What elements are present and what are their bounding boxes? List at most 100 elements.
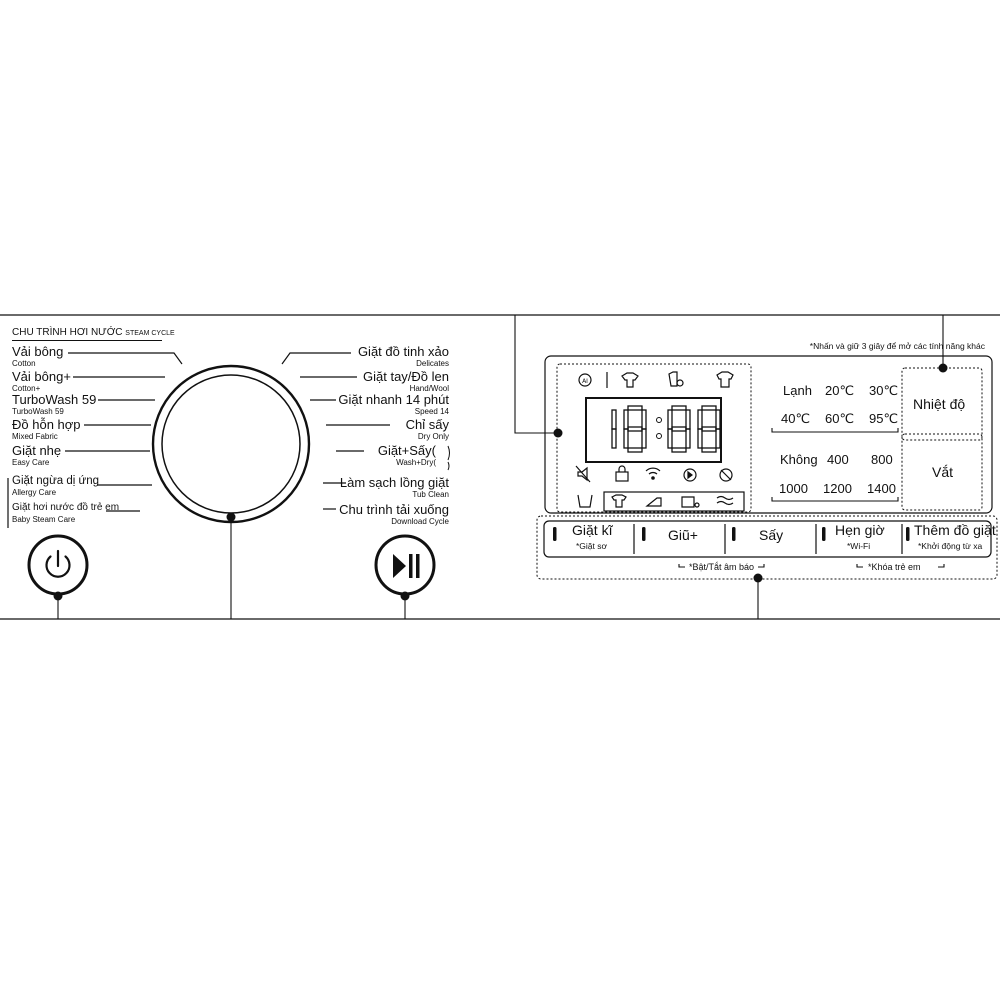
dry-button[interactable]: Sấy	[759, 527, 784, 543]
program-sublabel: Wash+Dry(	[396, 458, 436, 467]
program-label: Giặt hơi nước đồ trẻ em	[12, 502, 120, 513]
wifi-sub: *Wi-Fi	[847, 541, 871, 551]
child-lock-note: *Khóa trẻ em	[868, 562, 921, 572]
no-spin-icon	[719, 468, 733, 482]
program-label: Vải bông+	[12, 369, 71, 384]
display-area	[556, 363, 752, 513]
left-leader-lines	[65, 352, 183, 512]
temp-60: 60℃	[825, 411, 855, 426]
temp-20: 20℃	[825, 383, 855, 398]
program-sublabel: Download Cycle	[391, 517, 449, 526]
spin-1400: 1400	[867, 481, 896, 496]
segment	[611, 428, 617, 449]
delay-end-button[interactable]: Hẹn giờ	[835, 522, 885, 538]
program-label: Chu trình tải xuống	[339, 502, 449, 517]
stain-care-icon	[668, 371, 684, 387]
remote-start-sub: *Khởi động từ xa	[918, 541, 983, 551]
display-top-icons: AI	[578, 371, 734, 388]
digit-display-frame	[585, 397, 722, 463]
add-item-button[interactable]: Thêm đồ giặt	[914, 522, 996, 538]
spin-button[interactable]: Vắt	[932, 464, 954, 480]
spin-button-frame	[901, 433, 983, 511]
segment	[671, 405, 687, 411]
steam-cycle-title: CHU TRÌNH HƠI NƯỚC STEAM CYCLE	[12, 328, 175, 338]
program-sublabel: Hand/Wool	[409, 384, 449, 393]
ai-icon: AI	[578, 373, 592, 387]
temp-lanh: Lạnh	[783, 383, 812, 398]
temp-callout-dot	[938, 363, 948, 373]
shirt-wash-icon	[611, 494, 627, 508]
spin-400: 400	[827, 452, 849, 467]
temp-40: 40℃	[781, 411, 811, 426]
program-label: Chỉ sấy	[405, 417, 449, 432]
rinse-icon	[645, 497, 662, 507]
segment	[611, 409, 617, 430]
segment	[671, 426, 687, 432]
shirt-icon	[716, 371, 734, 388]
segment	[697, 409, 703, 430]
segment	[685, 428, 691, 449]
display-status-icons	[577, 491, 745, 512]
power-button[interactable]	[27, 534, 89, 596]
segment	[701, 426, 717, 432]
lock-icon	[615, 465, 629, 482]
segment	[627, 405, 643, 411]
program-label: TurboWash 59	[12, 392, 97, 407]
program-label: Vải bông	[12, 344, 64, 359]
program-label: Giặt+Sấy(	[377, 443, 436, 458]
beep-toggle-note: *Bật/Tắt âm báo	[689, 562, 755, 572]
colon-dot	[656, 433, 662, 439]
program-sublabel: Delicates	[416, 359, 449, 368]
display-callout-dot	[553, 428, 563, 438]
button-row-inner	[543, 520, 992, 558]
program-label: Giặt đồ tinh xảo	[357, 344, 449, 359]
segment	[715, 409, 721, 430]
wash-tub-icon	[577, 494, 593, 508]
wifi-icon	[645, 467, 661, 480]
segment	[701, 447, 717, 453]
start-pause-button[interactable]	[374, 534, 436, 596]
intensive-button[interactable]: Giặt kĩ	[572, 522, 613, 538]
temp-30: 30℃	[869, 383, 899, 398]
temperature-button[interactable]: Nhiệt độ	[913, 396, 966, 412]
segment	[641, 428, 647, 449]
dry-icon	[716, 495, 734, 506]
play-pause-icon	[393, 554, 420, 578]
button-dividers	[633, 524, 903, 554]
program-sublabel: Baby Steam Care	[12, 515, 76, 524]
program-sublabel: Cotton	[12, 359, 36, 368]
rinse-plus-button[interactable]: Giũ+	[668, 527, 698, 543]
right-panel-frame	[544, 355, 993, 514]
steam-cycle-title-vn: CHU TRÌNH HƠI NƯỚC	[12, 327, 123, 338]
steam-cycle-underline	[12, 340, 162, 341]
spin-800: 800	[871, 452, 893, 467]
program-sublabel: TurboWash 59	[12, 407, 64, 416]
power-icon	[45, 549, 71, 578]
steam-shirt-icon	[621, 372, 639, 388]
display-callout-line	[514, 315, 556, 434]
program-label: Giặt nhẹ	[12, 443, 62, 458]
press-hold-note: *Nhấn và giữ 3 giây để mở các tính năng …	[809, 341, 985, 351]
spin-icon	[681, 496, 700, 508]
prewash-sub: *Giặt sơ	[576, 541, 608, 551]
program-sublabel: Allergy Care	[12, 488, 57, 497]
program-sublabel: Easy Care	[12, 458, 50, 467]
seven-segment-digits	[611, 405, 721, 453]
status-bar-frame	[603, 491, 745, 512]
svg-text:AI: AI	[582, 378, 588, 385]
program-label: Giặt tay/Đồ len	[363, 369, 449, 384]
temp-spin-separators	[771, 428, 899, 502]
combo-brackets	[678, 564, 945, 568]
segment	[697, 428, 703, 449]
wash-dry-paren	[447, 445, 450, 471]
segment	[701, 405, 717, 411]
program-dial[interactable]	[151, 364, 311, 524]
program-sublabel: Speed 14	[414, 407, 449, 416]
segment	[667, 428, 673, 449]
segment	[641, 409, 647, 430]
program-label: Đồ hỗn hợp	[12, 417, 81, 432]
program-label: Làm sạch lồng giặt	[339, 475, 449, 490]
mute-icon	[575, 465, 591, 483]
button-row-outer	[536, 515, 998, 580]
